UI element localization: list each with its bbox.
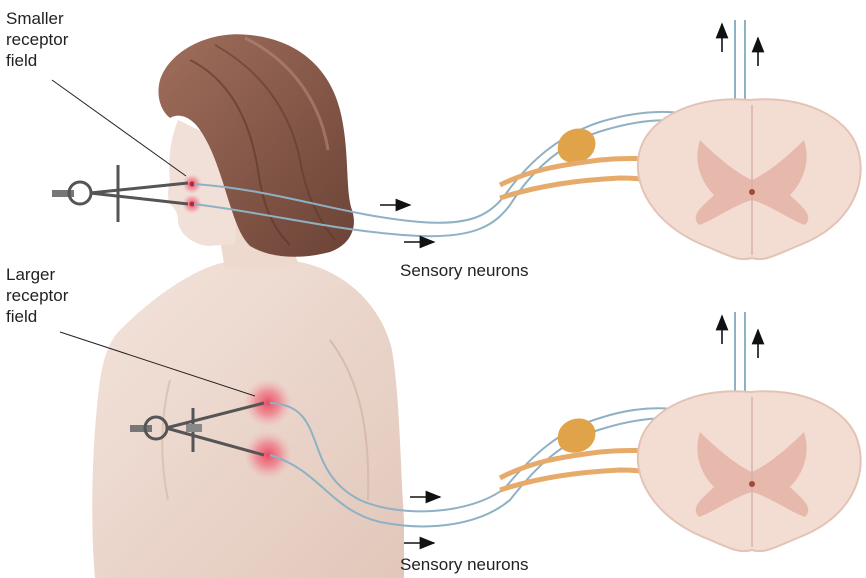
caption-sensory-neurons-bottom: Sensory neurons — [400, 554, 529, 575]
spinal-cord-top — [500, 99, 861, 259]
spinal-cord-bottom — [500, 391, 861, 551]
back-skin — [92, 259, 404, 578]
label-larger-receptor-field: Larger receptor field — [6, 264, 68, 327]
central-canal-top — [749, 189, 755, 195]
central-canal-bottom — [749, 481, 755, 487]
dorsal-root-ganglion-bottom — [558, 418, 596, 452]
dorsal-root-ganglion-top — [558, 128, 596, 162]
person-illustration — [92, 34, 404, 578]
caliper-top — [52, 165, 188, 222]
large-receptor-spot-1 — [244, 379, 292, 427]
large-receptor-spot-2 — [244, 431, 292, 479]
caption-sensory-neurons-top: Sensory neurons — [400, 260, 529, 281]
label-smaller-receptor-field: Smaller receptor field — [6, 8, 68, 71]
